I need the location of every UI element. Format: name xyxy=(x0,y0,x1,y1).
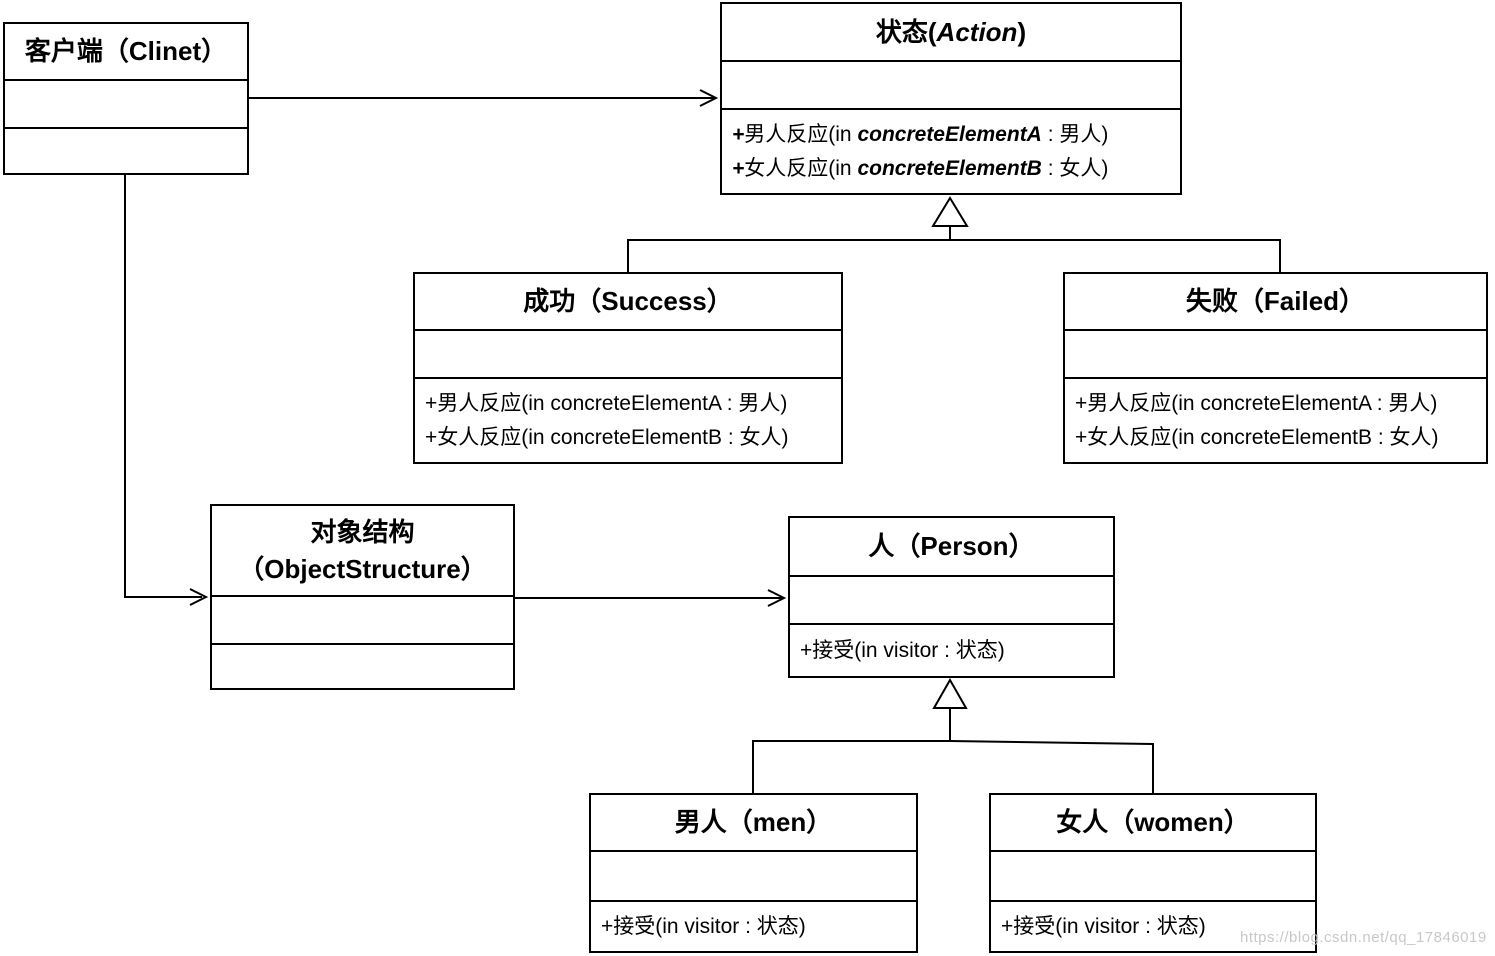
class-box-person: 人（Person） +接受(in visitor : 状态) xyxy=(788,516,1115,678)
attributes-compartment xyxy=(722,62,1180,110)
class-title: 男人（men） xyxy=(591,795,916,852)
class-box-success: 成功（Success） +男人反应(in concreteElementA : … xyxy=(413,272,843,464)
text-line: （ObjectStructure） xyxy=(238,553,487,584)
class-box-men: 男人（men） +接受(in visitor : 状态) xyxy=(589,793,918,953)
methods-compartment: +接受(in visitor : 状态) xyxy=(790,625,1113,676)
text-line: +男人反应(in concreteElementA : 男人) xyxy=(732,122,1109,146)
text-line: +男人反应(in concreteElementA : 男人) xyxy=(425,391,788,415)
text-line: 男人（men） xyxy=(674,807,833,837)
text-line: +女人反应(in concreteElementB : 女人) xyxy=(1075,425,1439,449)
attributes-compartment xyxy=(212,597,513,645)
text-line: 人（Person） xyxy=(868,531,1035,561)
attributes-compartment xyxy=(415,331,841,379)
text-line: 状态(Action) xyxy=(875,16,1027,47)
class-box-objectstructure: 对象结构 （ObjectStructure） xyxy=(210,504,515,690)
class-title: 女人（women） xyxy=(991,795,1315,852)
hollow-triangle-arrowhead-icon xyxy=(931,196,969,227)
generalization-success-failed-to-action xyxy=(627,196,1281,272)
class-title: 状态(Action) xyxy=(722,4,1180,62)
attributes-compartment xyxy=(591,852,916,902)
class-title: 客户端（Clinet） xyxy=(5,24,247,81)
class-box-failed: 失败（Failed） +男人反应(in concreteElementA : 男… xyxy=(1063,272,1488,464)
open-arrowhead-icon xyxy=(699,89,719,107)
text-line: 女人（women） xyxy=(1056,807,1250,837)
text-line: +女人反应(in concreteElementB : 女人) xyxy=(425,425,789,449)
text-line: +接受(in visitor : 状态) xyxy=(601,914,806,938)
text-line: 成功（Success） xyxy=(523,286,733,316)
association-objectstructure-person xyxy=(515,589,787,607)
text-line: +男人反应(in concreteElementA : 男人) xyxy=(1075,391,1438,415)
text-line: 失败（Failed） xyxy=(1185,286,1366,316)
text-line: +女人反应(in concreteElementB : 女人) xyxy=(732,156,1109,180)
methods-compartment xyxy=(5,129,247,173)
attributes-compartment xyxy=(991,852,1315,902)
text-line: 对象结构 xyxy=(310,516,415,547)
attributes-compartment xyxy=(1065,331,1486,379)
class-box-action: 状态(Action) +男人反应(in concreteElementA : 男… xyxy=(720,2,1182,195)
methods-compartment xyxy=(212,645,513,688)
association-client-action xyxy=(249,89,719,107)
attributes-compartment xyxy=(790,577,1113,625)
attributes-compartment xyxy=(5,81,247,129)
methods-compartment: +接受(in visitor : 状态) xyxy=(991,902,1315,951)
open-arrowhead-icon xyxy=(767,589,787,607)
class-title: 失败（Failed） xyxy=(1065,274,1486,331)
methods-compartment: +男人反应(in concreteElementA : 男人) +女人反应(in … xyxy=(722,110,1180,193)
class-title: 对象结构 （ObjectStructure） xyxy=(212,506,513,597)
text-line: +接受(in visitor : 状态) xyxy=(1001,914,1206,938)
methods-compartment: +接受(in visitor : 状态) xyxy=(591,902,916,951)
open-arrowhead-icon xyxy=(189,588,209,606)
methods-compartment: +男人反应(in concreteElementA : 男人) +女人反应(in … xyxy=(415,379,841,462)
hollow-triangle-arrowhead-icon xyxy=(932,677,968,709)
association-client-objectstructure xyxy=(124,175,209,606)
class-title: 成功（Success） xyxy=(415,274,841,331)
text-line: +接受(in visitor : 状态) xyxy=(800,638,1005,662)
class-title: 人（Person） xyxy=(790,518,1113,577)
generalization-men-women-to-person xyxy=(752,677,1154,793)
methods-compartment: +男人反应(in concreteElementA : 男人) +女人反应(in … xyxy=(1065,379,1486,462)
class-box-client: 客户端（Clinet） xyxy=(3,22,249,175)
watermark-text: https://blog.csdn.net/qq_17846019 xyxy=(1240,929,1487,946)
text-line: 客户端（Clinet） xyxy=(24,36,228,66)
class-box-women: 女人（women） +接受(in visitor : 状态) xyxy=(989,793,1317,953)
